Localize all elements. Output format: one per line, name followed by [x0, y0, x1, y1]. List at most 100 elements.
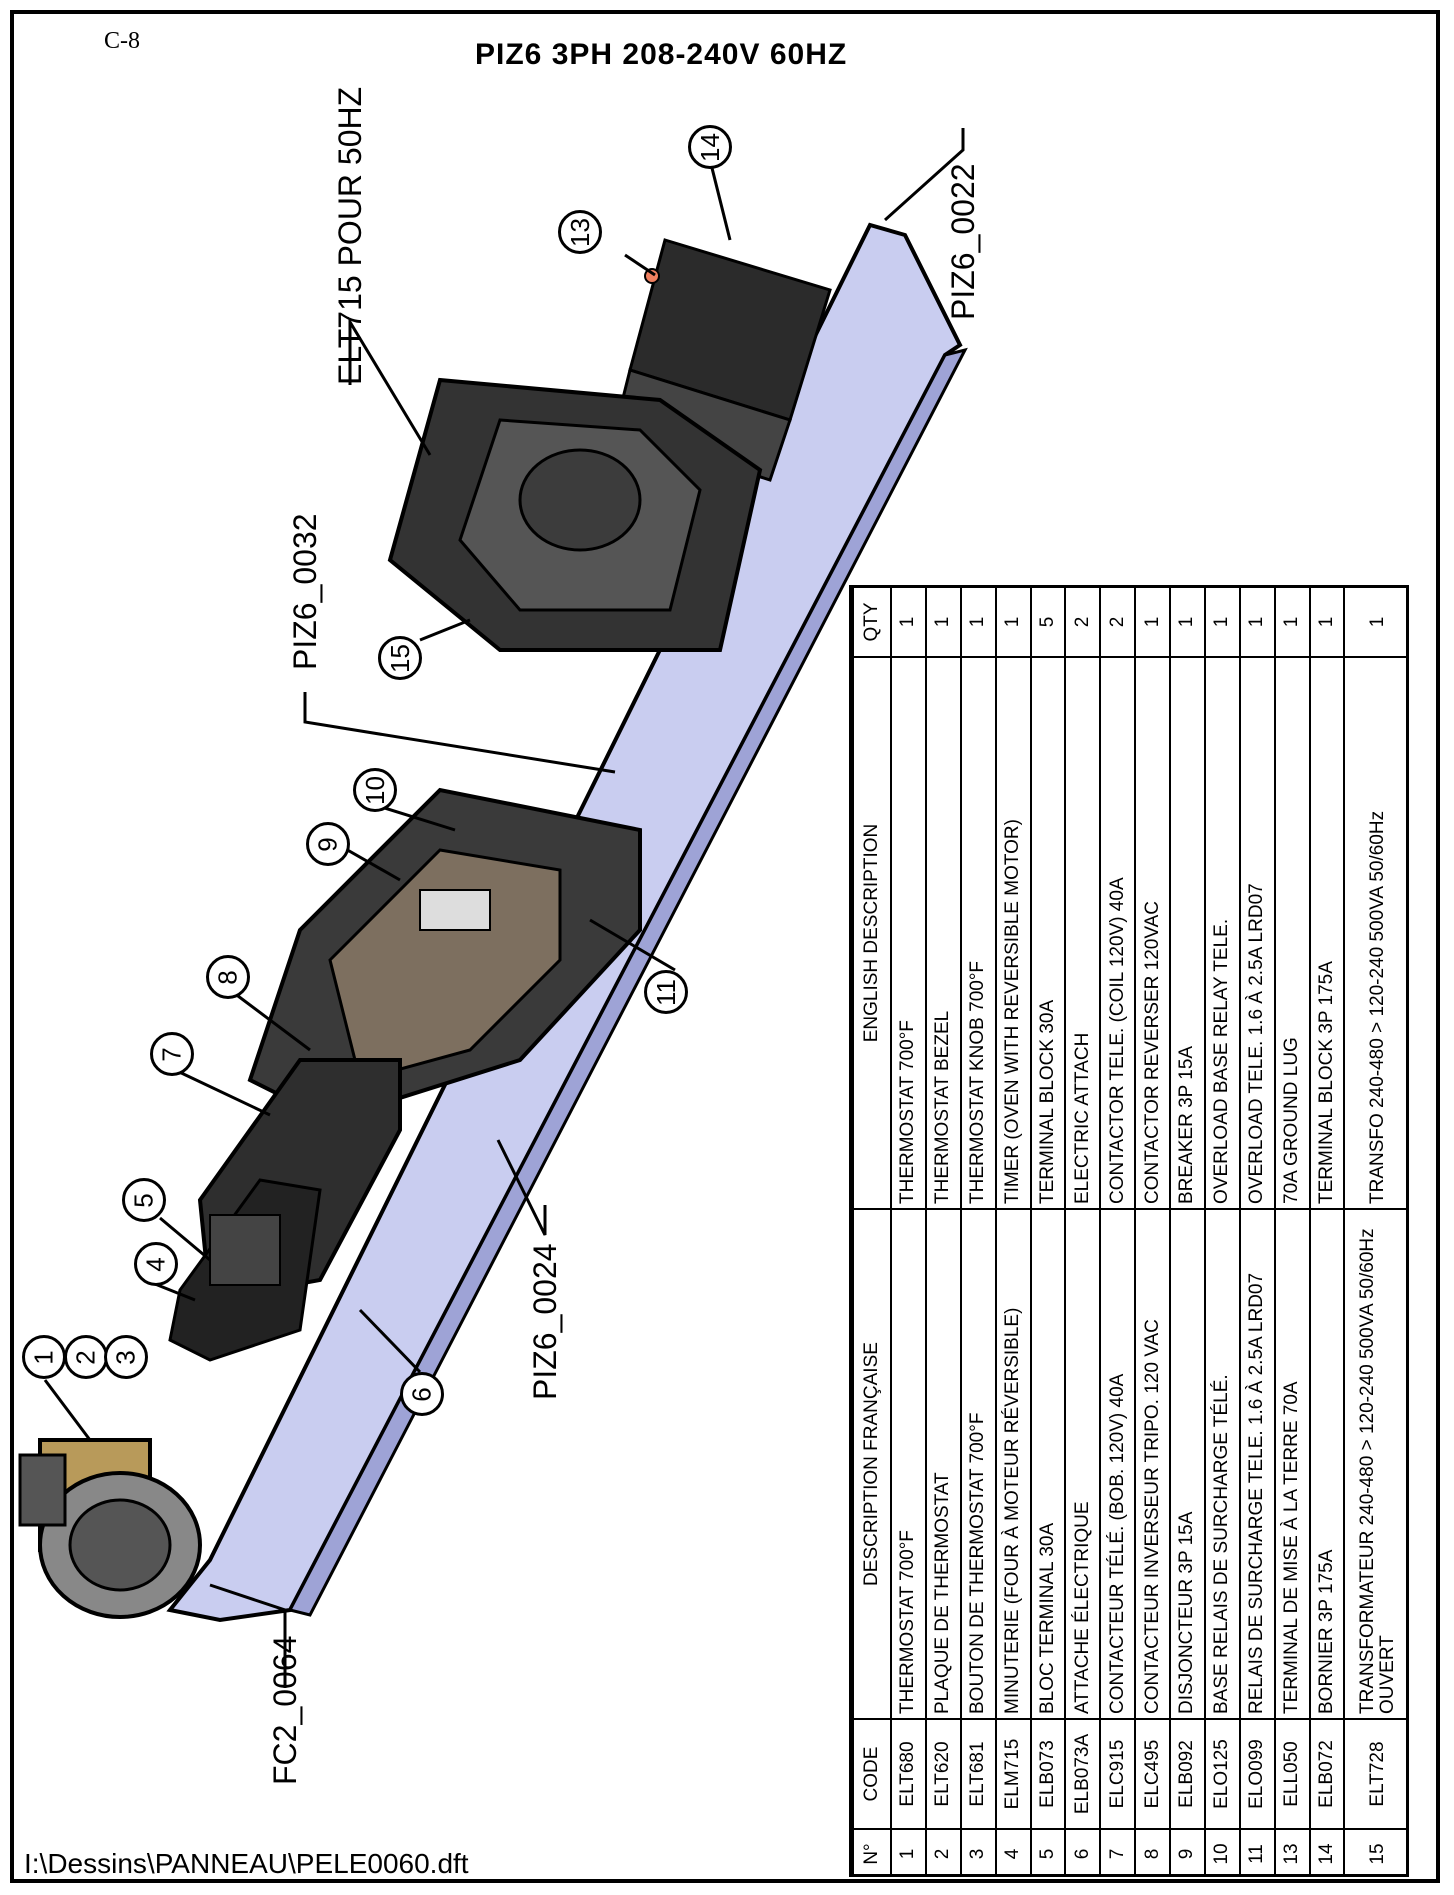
cell-en: TERMINAL BLOCK 3P 175A — [1309, 657, 1345, 1209]
cell-en: TERMINAL BLOCK 30A — [1030, 657, 1066, 1209]
callout-piz6-0024: PIZ6_0024 — [527, 1243, 563, 1400]
cell-fr: TERMINAL DE MISE À LA TERRE 70A — [1274, 1209, 1310, 1719]
parts-table-frame: N° CODE DESCRIPTION FRANÇAISE ENGLISH DE… — [849, 585, 1409, 1877]
cell-en: THERMOSTAT BEZEL — [925, 657, 961, 1209]
cell-code: ELB073 — [1030, 1719, 1066, 1829]
cell-qty: 1 — [1344, 588, 1406, 657]
cell-code: ELO099 — [1239, 1719, 1275, 1829]
cell-fr: TRANSFORMATEUR 240-480 > 120-240 500VA 5… — [1344, 1209, 1406, 1719]
balloon-9: 9 — [306, 822, 350, 866]
callout-elt715-50hz: ELT715 POUR 50HZ — [332, 86, 368, 385]
cell-fr: THERMOSTAT 700°F — [891, 1209, 926, 1719]
balloon-7: 7 — [150, 1032, 194, 1076]
cell-no: 3 — [960, 1829, 996, 1874]
cell-qty: 1 — [1239, 588, 1275, 657]
balloon-14: 14 — [688, 125, 732, 169]
cell-code: ELB073A — [1065, 1719, 1101, 1829]
cell-fr: BASE RELAIS DE SURCHARGE TÉLÉ. — [1204, 1209, 1240, 1719]
page-code: C-8 — [104, 28, 140, 54]
cell-no: 8 — [1135, 1829, 1170, 1874]
cell-no: 10 — [1204, 1829, 1240, 1874]
cell-en: CONTACTOR REVERSER 120VAC — [1135, 657, 1170, 1209]
cell-code: ELB072 — [1309, 1719, 1345, 1829]
balloon-10: 10 — [353, 768, 397, 812]
cell-code: ELC495 — [1135, 1719, 1170, 1829]
cell-qty: 2 — [1065, 588, 1101, 657]
cell-no: 13 — [1274, 1829, 1310, 1874]
cell-qty: 1 — [1135, 588, 1170, 657]
cell-code: ELT728 — [1344, 1719, 1406, 1829]
balloon-2: 2 — [64, 1335, 108, 1379]
cell-qty: 1 — [1204, 588, 1240, 657]
plate-flange — [287, 347, 968, 1617]
cell-en: THERMOSTAT 700°F — [891, 657, 926, 1209]
cell-en: ELECTRIC ATTACH — [1065, 657, 1101, 1209]
cell-fr: BLOC TERMINAL 30A — [1030, 1209, 1066, 1719]
cell-en: 70A GROUND LUG — [1274, 657, 1310, 1209]
cell-en: OVERLOAD TELE. 1.6 À 2.5A LRD07 — [1239, 657, 1275, 1209]
cell-fr: MINUTERIE (FOUR À MOTEUR RÉVERSIBLE) — [995, 1209, 1031, 1719]
cell-no: 1 — [891, 1829, 926, 1874]
cell-qty: 1 — [1309, 588, 1345, 657]
cell-fr: RELAIS DE SURCHARGE TELE. 1.6 À 2.5A LRD… — [1239, 1209, 1275, 1719]
cell-fr: CONTACTEUR TÉLÉ. (BOB. 120V) 40A — [1100, 1209, 1136, 1719]
balloon-15: 15 — [378, 636, 422, 680]
balloon-13: 13 — [558, 210, 602, 254]
balloon-5: 5 — [122, 1178, 166, 1222]
cell-fr: CONTACTEUR INVERSEUR TRIPO. 120 VAC — [1135, 1209, 1170, 1719]
header-code: CODE — [853, 1719, 891, 1829]
cell-no: 5 — [1030, 1829, 1066, 1874]
cell-en: THERMOSTAT KNOB 700°F — [960, 657, 996, 1209]
cell-qty: 5 — [1030, 588, 1066, 657]
cell-code: ELB092 — [1170, 1719, 1205, 1829]
cell-no: 14 — [1309, 1829, 1345, 1874]
header-qty: QTY — [853, 588, 891, 657]
balloon-11: 11 — [644, 970, 688, 1014]
cell-en: TRANSFO 240-480 > 120-240 500VA 50/60Hz — [1344, 657, 1406, 1209]
cell-code: ELM715 — [995, 1719, 1031, 1829]
balloon-8: 8 — [206, 955, 250, 999]
cell-fr: DISJONCTEUR 3P 15A — [1170, 1209, 1205, 1719]
file-path: I:\Dessins\PANNEAU\PELE0060.dft — [24, 1848, 469, 1879]
cell-code: ELC915 — [1100, 1719, 1136, 1829]
cell-en: BREAKER 3P 15A — [1170, 657, 1205, 1209]
cell-fr: ATTACHE ÉLECTRIQUE — [1065, 1209, 1101, 1719]
balloon-1: 1 — [22, 1335, 66, 1379]
callout-piz6-0022: PIZ6_0022 — [945, 163, 981, 320]
cell-no: 6 — [1065, 1829, 1101, 1874]
cell-code: ELT620 — [925, 1719, 961, 1829]
cell-qty: 1 — [995, 588, 1031, 657]
cell-en: TIMER (OVEN WITH REVERSIBLE MOTOR) — [995, 657, 1031, 1209]
header-no: N° — [853, 1829, 891, 1874]
cell-no: 11 — [1239, 1829, 1275, 1874]
cell-no: 2 — [925, 1829, 961, 1874]
thermostat-1 — [18, 1438, 202, 1619]
header-fr: DESCRIPTION FRANÇAISE — [853, 1209, 891, 1719]
cell-qty: 1 — [1170, 588, 1205, 657]
cell-no: 4 — [995, 1829, 1031, 1874]
parts-table: N° CODE DESCRIPTION FRANÇAISE ENGLISH DE… — [852, 588, 1406, 1874]
balloon-4: 4 — [134, 1242, 178, 1286]
cell-no: 15 — [1344, 1829, 1406, 1874]
cell-fr: BORNIER 3P 175A — [1309, 1209, 1345, 1719]
drawing-frame — [10, 10, 1440, 1883]
cell-qty: 2 — [1100, 588, 1136, 657]
cell-en: OVERLOAD BASE RELAY TELE. — [1204, 657, 1240, 1209]
cell-fr: BOUTON DE THERMOSTAT 700°F — [960, 1209, 996, 1719]
cell-en: CONTACTOR TELE. (COIL 120V) 40A — [1100, 657, 1136, 1209]
cell-code: ELT681 — [960, 1719, 996, 1829]
